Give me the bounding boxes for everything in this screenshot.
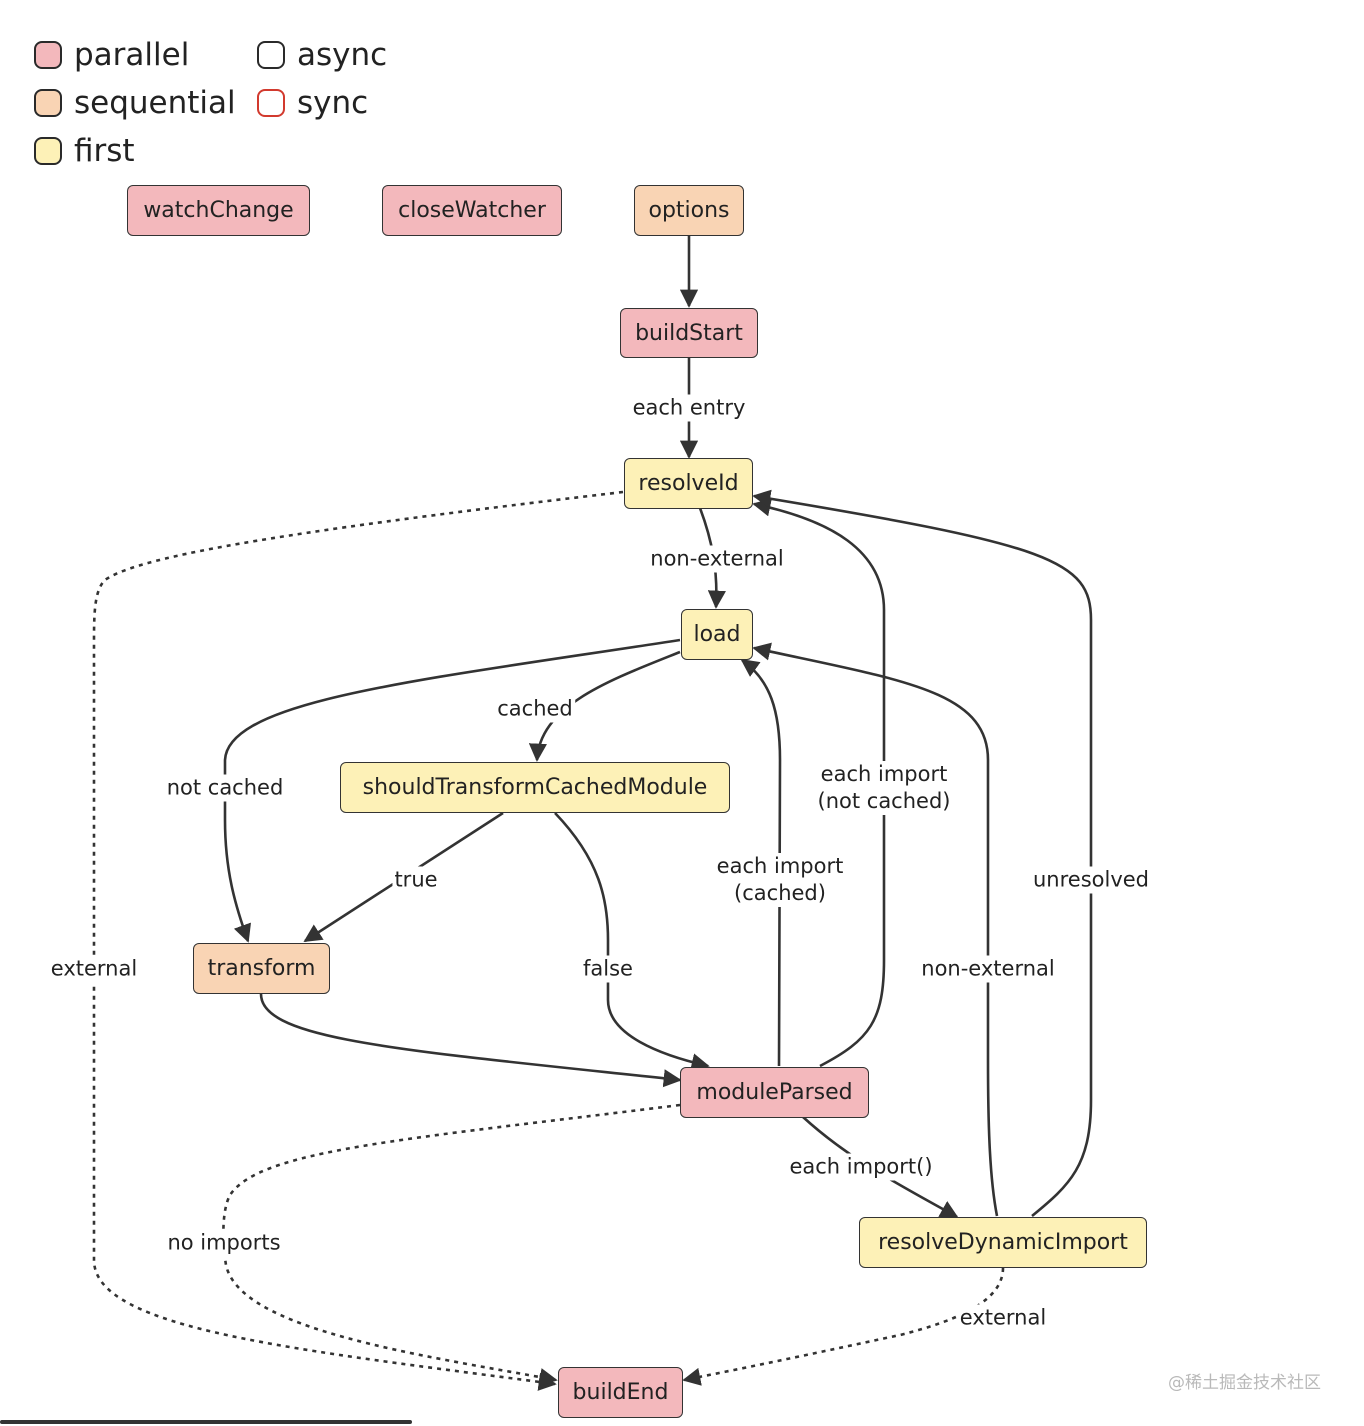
legend-label-sequential: sequential bbox=[74, 85, 236, 121]
edge-load-transform-notcached bbox=[223, 638, 681, 943]
edge-label-each-import-not-cached-line2: (not cached) bbox=[817, 789, 951, 813]
node-closewatcher-label: closeWatcher bbox=[398, 198, 546, 223]
legend-sync: sync bbox=[257, 83, 368, 123]
edge-label-each-entry: each entry bbox=[630, 394, 748, 422]
node-load-label: load bbox=[693, 622, 741, 647]
legend-sequential: sequential bbox=[34, 83, 236, 123]
node-resolvedynamicimport: resolveDynamicImport bbox=[859, 1217, 1147, 1268]
legend-swatch-first bbox=[34, 137, 62, 165]
edge-label-non-external-rdi-load: non-external bbox=[919, 955, 1057, 983]
legend-first: first bbox=[34, 131, 135, 171]
edge-label-external-resolveid: external bbox=[48, 955, 140, 983]
node-buildstart: buildStart bbox=[620, 308, 758, 358]
edge-load-should-cached bbox=[528, 650, 681, 762]
legend-label-parallel: parallel bbox=[74, 37, 190, 73]
edge-moduleparsed-resolveid-notcached bbox=[752, 498, 886, 1068]
edge-label-not-cached: not cached bbox=[164, 774, 286, 802]
edge-rdi-resolveid-unresolved bbox=[752, 489, 1093, 1218]
node-buildstart-label: buildStart bbox=[635, 320, 743, 346]
edge-moduleparsed-buildend-noimports bbox=[222, 1103, 681, 1386]
edge-resolveid-buildend-external bbox=[92, 490, 624, 1391]
legend-parallel: parallel bbox=[34, 35, 189, 75]
edge-moduleparsed-load-cached bbox=[740, 658, 782, 1067]
legend-swatch-sync bbox=[257, 89, 285, 117]
edge-label-unresolved: unresolved bbox=[1030, 866, 1152, 894]
legend-label-first: first bbox=[74, 133, 135, 169]
legend-swatch-sequential bbox=[34, 89, 62, 117]
legend-async: async bbox=[257, 35, 387, 75]
node-resolveid: resolveId bbox=[624, 458, 753, 509]
edge-rdi-load-nonexternal bbox=[752, 642, 999, 1217]
legend-label-async: async bbox=[297, 37, 388, 73]
edge-label-cached: cached bbox=[495, 695, 575, 723]
edge-rdi-buildend-external bbox=[682, 1267, 1005, 1386]
edge-label-each-import-dynamic: each import() bbox=[787, 1153, 935, 1181]
node-load: load bbox=[681, 609, 753, 660]
node-resolveid-label: resolveId bbox=[638, 471, 739, 496]
legend-swatch-parallel bbox=[34, 41, 62, 69]
node-shouldtransformcachedmodule-label: shouldTransformCachedModule bbox=[362, 775, 708, 800]
edge-label-no-imports: no imports bbox=[165, 1229, 283, 1257]
edge-label-each-import-not-cached-line1: each import bbox=[820, 762, 948, 786]
horizontal-scrollbar[interactable] bbox=[0, 1420, 412, 1424]
edge-label-each-import-cached-line1: each import bbox=[716, 854, 844, 878]
edge-label-false: false bbox=[581, 955, 635, 983]
node-watchchange: watchChange bbox=[127, 185, 310, 236]
node-buildend: buildEnd bbox=[558, 1367, 683, 1418]
edge-label-each-import-cached: each import (cached) bbox=[714, 853, 846, 907]
node-buildend-label: buildEnd bbox=[572, 1380, 669, 1405]
edge-label-external-rdi: external bbox=[957, 1304, 1049, 1332]
node-moduleparsed: moduleParsed bbox=[680, 1067, 869, 1118]
node-transform-label: transform bbox=[207, 956, 316, 981]
edge-transform-moduleparsed bbox=[259, 993, 682, 1088]
edge-should-moduleparsed-false bbox=[554, 812, 710, 1072]
node-resolvedynamicimport-label: resolveDynamicImport bbox=[878, 1230, 1128, 1255]
watermark-text: @稀土掘金技术社区 bbox=[1168, 1373, 1321, 1393]
node-closewatcher: closeWatcher bbox=[382, 185, 562, 236]
edge-label-each-import-not-cached: each import (not cached) bbox=[815, 761, 953, 815]
node-moduleparsed-label: moduleParsed bbox=[696, 1080, 853, 1105]
edge-label-each-import-cached-line2: (cached) bbox=[734, 881, 826, 905]
node-transform: transform bbox=[193, 943, 330, 994]
node-options: options bbox=[634, 185, 744, 236]
legend-swatch-async bbox=[257, 41, 285, 69]
node-options-label: options bbox=[648, 198, 730, 223]
node-watchchange-label: watchChange bbox=[143, 198, 294, 223]
node-shouldtransformcachedmodule: shouldTransformCachedModule bbox=[340, 762, 730, 813]
edge-label-non-external-resolveid-load: non-external bbox=[648, 545, 786, 573]
edge-label-true: true bbox=[392, 866, 440, 894]
legend-label-sync: sync bbox=[297, 85, 369, 121]
